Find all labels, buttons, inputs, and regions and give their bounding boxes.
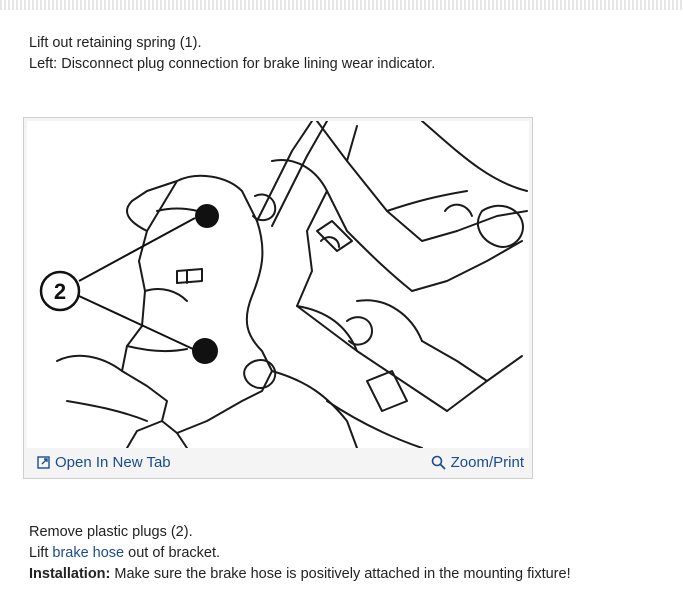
instruction-line: Lift out retaining spring (1). bbox=[29, 35, 202, 51]
open-new-tab-icon bbox=[37, 456, 50, 469]
callout-circle bbox=[39, 270, 81, 312]
step-instructions-1: Lift out retaining spring (1). Left: Dis… bbox=[29, 33, 435, 75]
instruction-line: Installation: Make sure the brake hose i… bbox=[29, 564, 571, 585]
instruction-text: out of bracket. bbox=[124, 545, 221, 561]
instruction-line: Lift brake hose out of bracket. bbox=[29, 543, 571, 564]
instruction-text: Lift bbox=[29, 545, 53, 561]
open-new-tab-button[interactable]: Open In New Tab bbox=[37, 454, 171, 471]
callout-number: 2 bbox=[54, 279, 66, 304]
brake-caliper-diagram[interactable]: 2 bbox=[27, 121, 529, 448]
top-divider bbox=[0, 0, 683, 10]
magnifier-icon bbox=[431, 455, 446, 470]
diagram-drawing: 2 bbox=[39, 121, 528, 448]
instruction-line: Left: Disconnect plug connection for bra… bbox=[29, 56, 436, 72]
brake-hose-link[interactable]: brake hose bbox=[52, 545, 125, 561]
figure-toolbar: Open In New Tab Zoom/Print bbox=[24, 450, 532, 478]
installation-label: Installation: bbox=[29, 566, 111, 582]
instruction-line: Remove plastic plugs (2). bbox=[29, 524, 193, 540]
open-new-tab-label: Open In New Tab bbox=[55, 454, 171, 471]
step-instructions-2: Remove plastic plugs (2). Lift brake hos… bbox=[29, 522, 571, 585]
zoom-print-label: Zoom/Print bbox=[450, 454, 524, 471]
installation-text: Make sure the brake hose is positively a… bbox=[110, 566, 571, 582]
figure-container: 2 Open In New Tab Zoom/Print bbox=[23, 117, 533, 479]
zoom-print-button[interactable]: Zoom/Print bbox=[431, 454, 524, 471]
